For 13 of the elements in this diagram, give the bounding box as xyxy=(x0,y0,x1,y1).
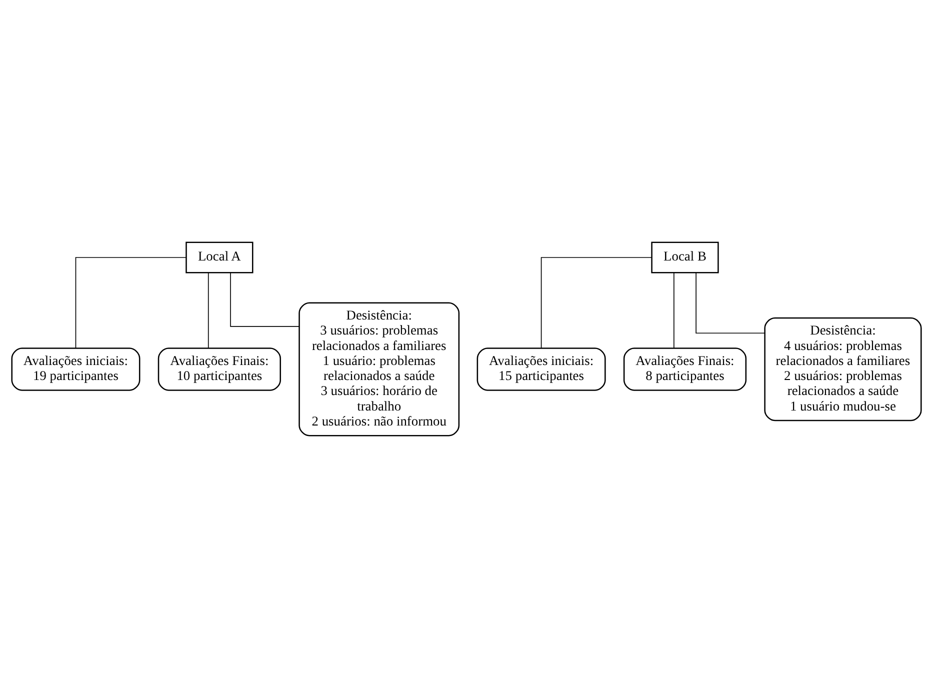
node-box: Avaliações Finais: 8 participantes xyxy=(623,347,747,390)
connector xyxy=(208,272,209,348)
node-box: Local A xyxy=(186,241,254,273)
node-box: Desistência: 4 usuários: problemas relacionados a familiares 2 usuários: problemas relacionados a saúde 1 usuário mudou-se xyxy=(764,316,922,421)
node-box: Avaliações Finais: 10 participantes xyxy=(158,347,281,390)
node-box: Avaliações iniciais: 15 participantes xyxy=(476,347,606,390)
node-box: Desistência: 3 usuários: problemas relacionados a familiares 1 usuário: problemas relacionados a saúde 3 usuários: horário de trabalho 2 usuários: não informou xyxy=(298,302,460,436)
node-box: Local B xyxy=(651,241,719,273)
node-box: Avaliações iniciais: 19 participantes xyxy=(11,347,140,390)
connector xyxy=(75,256,187,348)
connector xyxy=(540,256,652,348)
connector xyxy=(230,272,300,326)
connector xyxy=(696,272,766,334)
